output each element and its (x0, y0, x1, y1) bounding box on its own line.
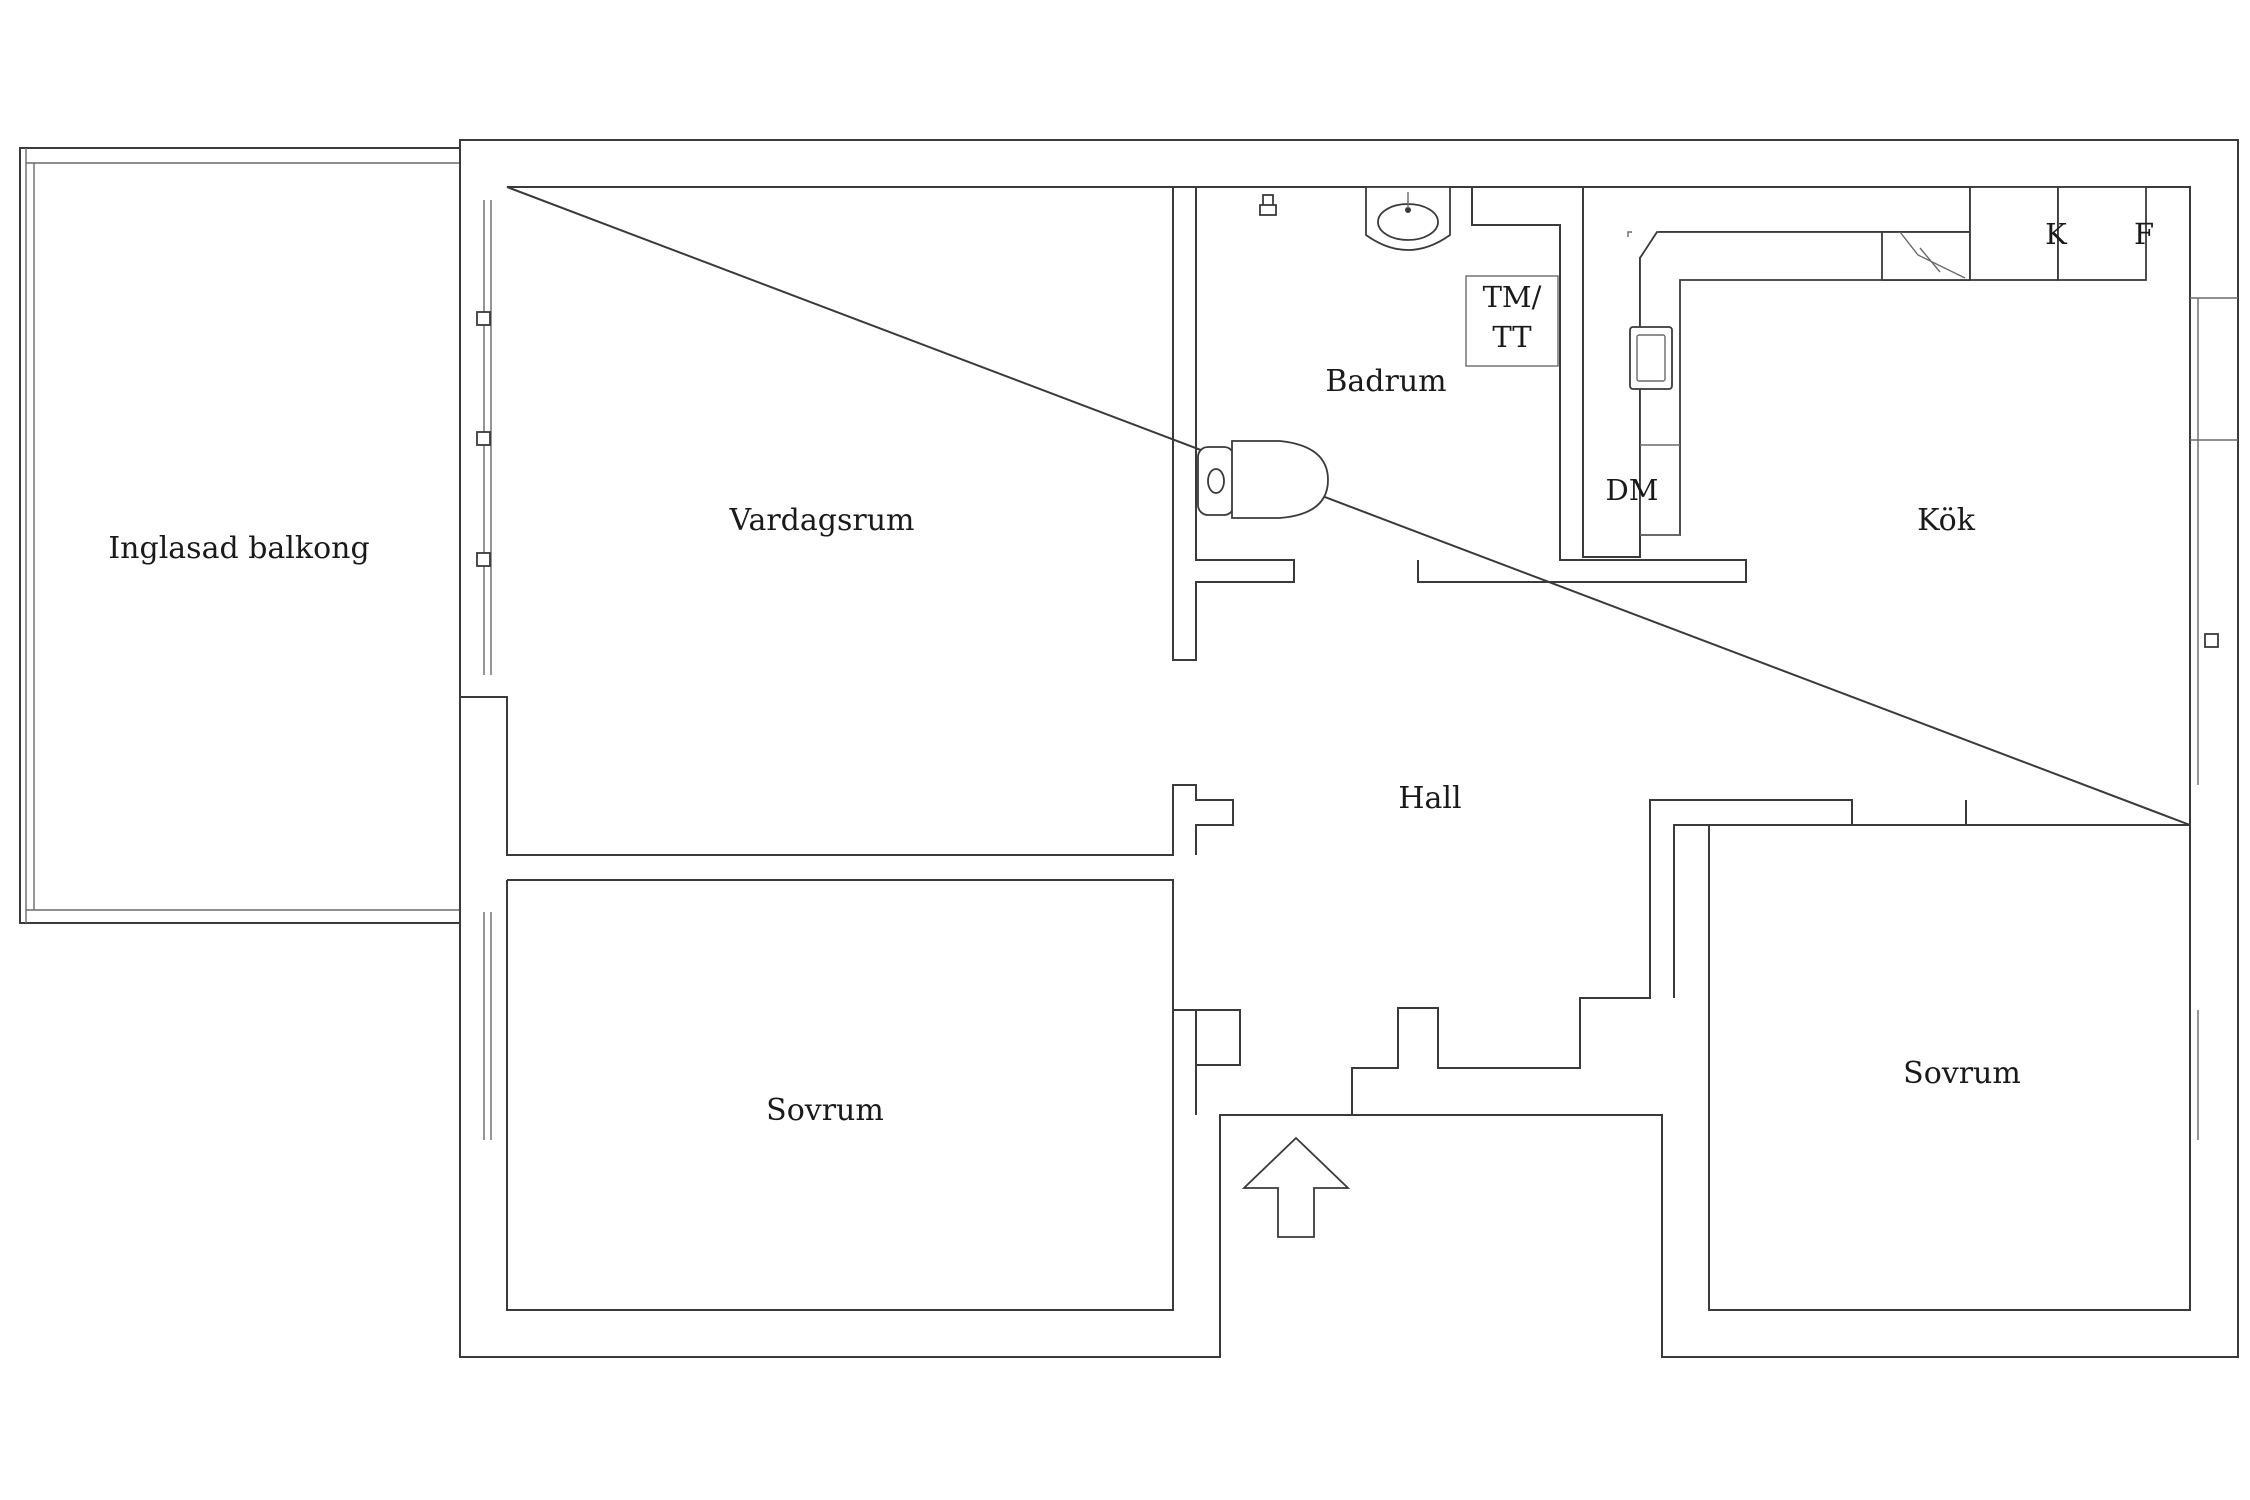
bathroom-walls (1195, 187, 1747, 583)
bathroom-label: Badrum (1325, 364, 1446, 399)
living-room-label: Vardagsrum (729, 503, 915, 538)
bedroom-right-walls (1708, 824, 2199, 1311)
bedroom-left-label: Sovrum (766, 1093, 884, 1128)
washer-dryer-label-line1: TM/ (1483, 280, 1542, 314)
fridge-label: K (2045, 217, 2068, 251)
kitchen-label: Kök (1917, 503, 1976, 538)
dishwasher-label: DM (1606, 473, 1659, 507)
sink-icon (1365, 186, 1451, 251)
hall-walls (1195, 799, 2190, 1115)
washer-dryer-label-line2: TT (1492, 320, 1532, 354)
bedroom-right-label: Sovrum (1903, 1056, 2021, 1091)
kitchen-counter (1582, 186, 2238, 785)
hall-label: Hall (1398, 781, 1461, 816)
bedroom-left-walls (483, 879, 1196, 1311)
balcony-label: Inglasad balkong (108, 531, 369, 566)
shower-head-icon (1259, 194, 1277, 216)
outer-walls (459, 139, 2239, 1358)
toilet-icon (1197, 440, 1329, 519)
freezer-label: F (2134, 217, 2154, 251)
entrance-arrow-icon (1241, 1136, 1351, 1238)
